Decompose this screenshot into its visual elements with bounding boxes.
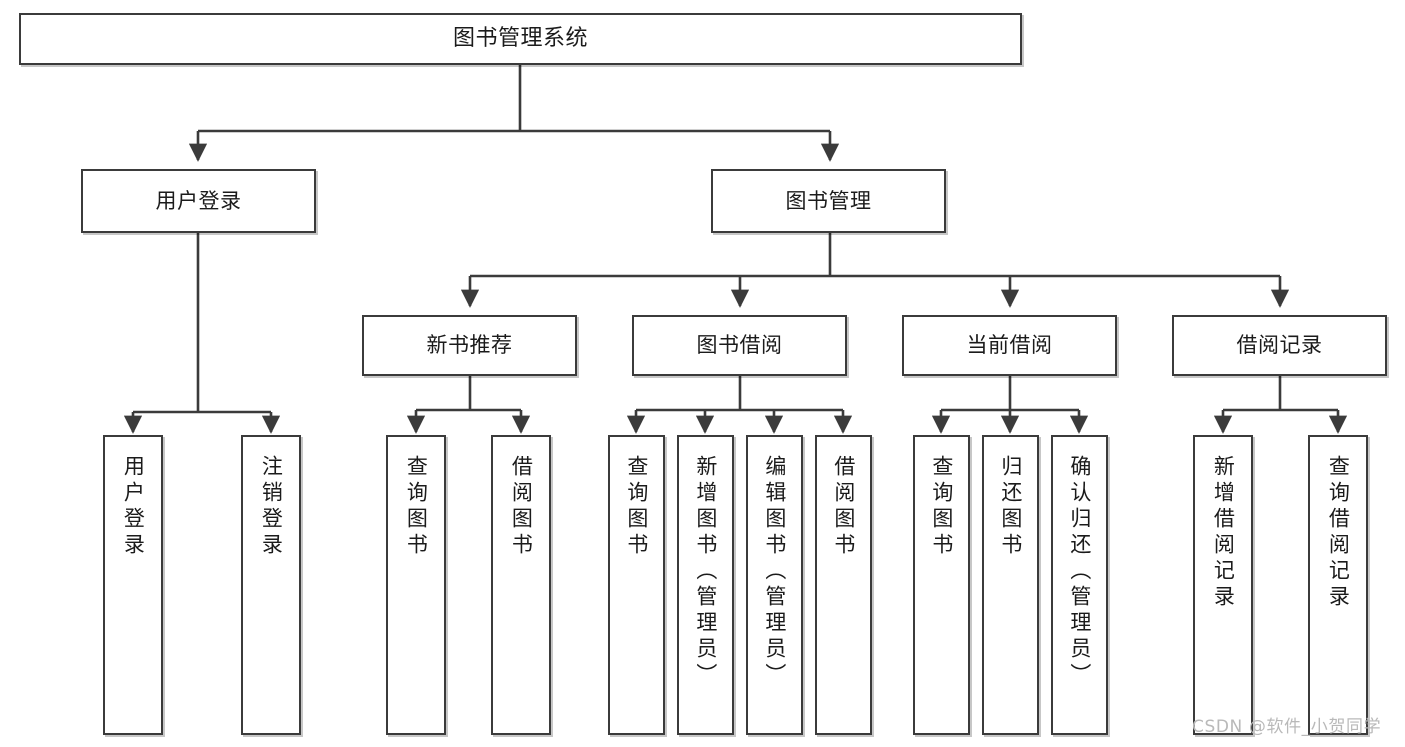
node-label: 编辑图书（管理员） (762, 455, 787, 689)
node-label: 新增图书（管理员） (693, 455, 718, 689)
node-label: 借阅记录 (1236, 333, 1323, 358)
leaf-current-return-book[interactable]: 归还图书 (982, 435, 1039, 735)
node-new-book-recommend[interactable]: 新书推荐 (362, 315, 577, 376)
node-borrow-records[interactable]: 借阅记录 (1172, 315, 1387, 376)
node-user-login[interactable]: 用户登录 (81, 169, 316, 233)
node-label: 图书借阅 (696, 333, 783, 358)
leaf-user-login-login[interactable]: 用户登录 (103, 435, 163, 735)
node-label: 查询借阅记录 (1326, 455, 1351, 611)
leaf-borrow-add-book-admin[interactable]: 新增图书（管理员） (677, 435, 734, 735)
node-root-system[interactable]: 图书管理系统 (19, 13, 1022, 65)
node-label: 注销登录 (259, 455, 284, 559)
csdn-watermark: CSDN @软件_小贺同学 (1192, 717, 1382, 737)
node-label: 图书管理 (785, 188, 872, 213)
leaf-current-query-book[interactable]: 查询图书 (913, 435, 970, 735)
leaf-current-confirm-return-admin[interactable]: 确认归还（管理员） (1051, 435, 1108, 735)
leaf-user-login-logout[interactable]: 注销登录 (241, 435, 301, 735)
node-book-management[interactable]: 图书管理 (711, 169, 946, 233)
node-label: 查询图书 (929, 455, 954, 559)
leaf-recommend-borrow-book[interactable]: 借阅图书 (491, 435, 551, 735)
node-label: 图书管理系统 (452, 26, 588, 52)
node-label: 用户登录 (121, 455, 146, 559)
node-label: 新书推荐 (426, 333, 513, 358)
leaf-borrow-query-book[interactable]: 查询图书 (608, 435, 665, 735)
node-label: 查询图书 (624, 455, 649, 559)
leaf-records-query-record[interactable]: 查询借阅记录 (1308, 435, 1368, 735)
node-label: 当前借阅 (966, 333, 1053, 358)
node-label: 查询图书 (404, 455, 429, 559)
node-book-borrow[interactable]: 图书借阅 (632, 315, 847, 376)
node-label: 归还图书 (998, 455, 1023, 559)
node-current-borrow[interactable]: 当前借阅 (902, 315, 1117, 376)
leaf-borrow-borrow-book[interactable]: 借阅图书 (815, 435, 872, 735)
leaf-recommend-query-book[interactable]: 查询图书 (386, 435, 446, 735)
leaf-records-add-record[interactable]: 新增借阅记录 (1193, 435, 1253, 735)
leaf-borrow-edit-book-admin[interactable]: 编辑图书（管理员） (746, 435, 803, 735)
node-label: 借阅图书 (831, 455, 856, 559)
node-label: 确认归还（管理员） (1067, 455, 1092, 689)
node-label: 用户登录 (155, 188, 242, 213)
node-label: 新增借阅记录 (1211, 455, 1236, 611)
node-label: 借阅图书 (509, 455, 534, 559)
